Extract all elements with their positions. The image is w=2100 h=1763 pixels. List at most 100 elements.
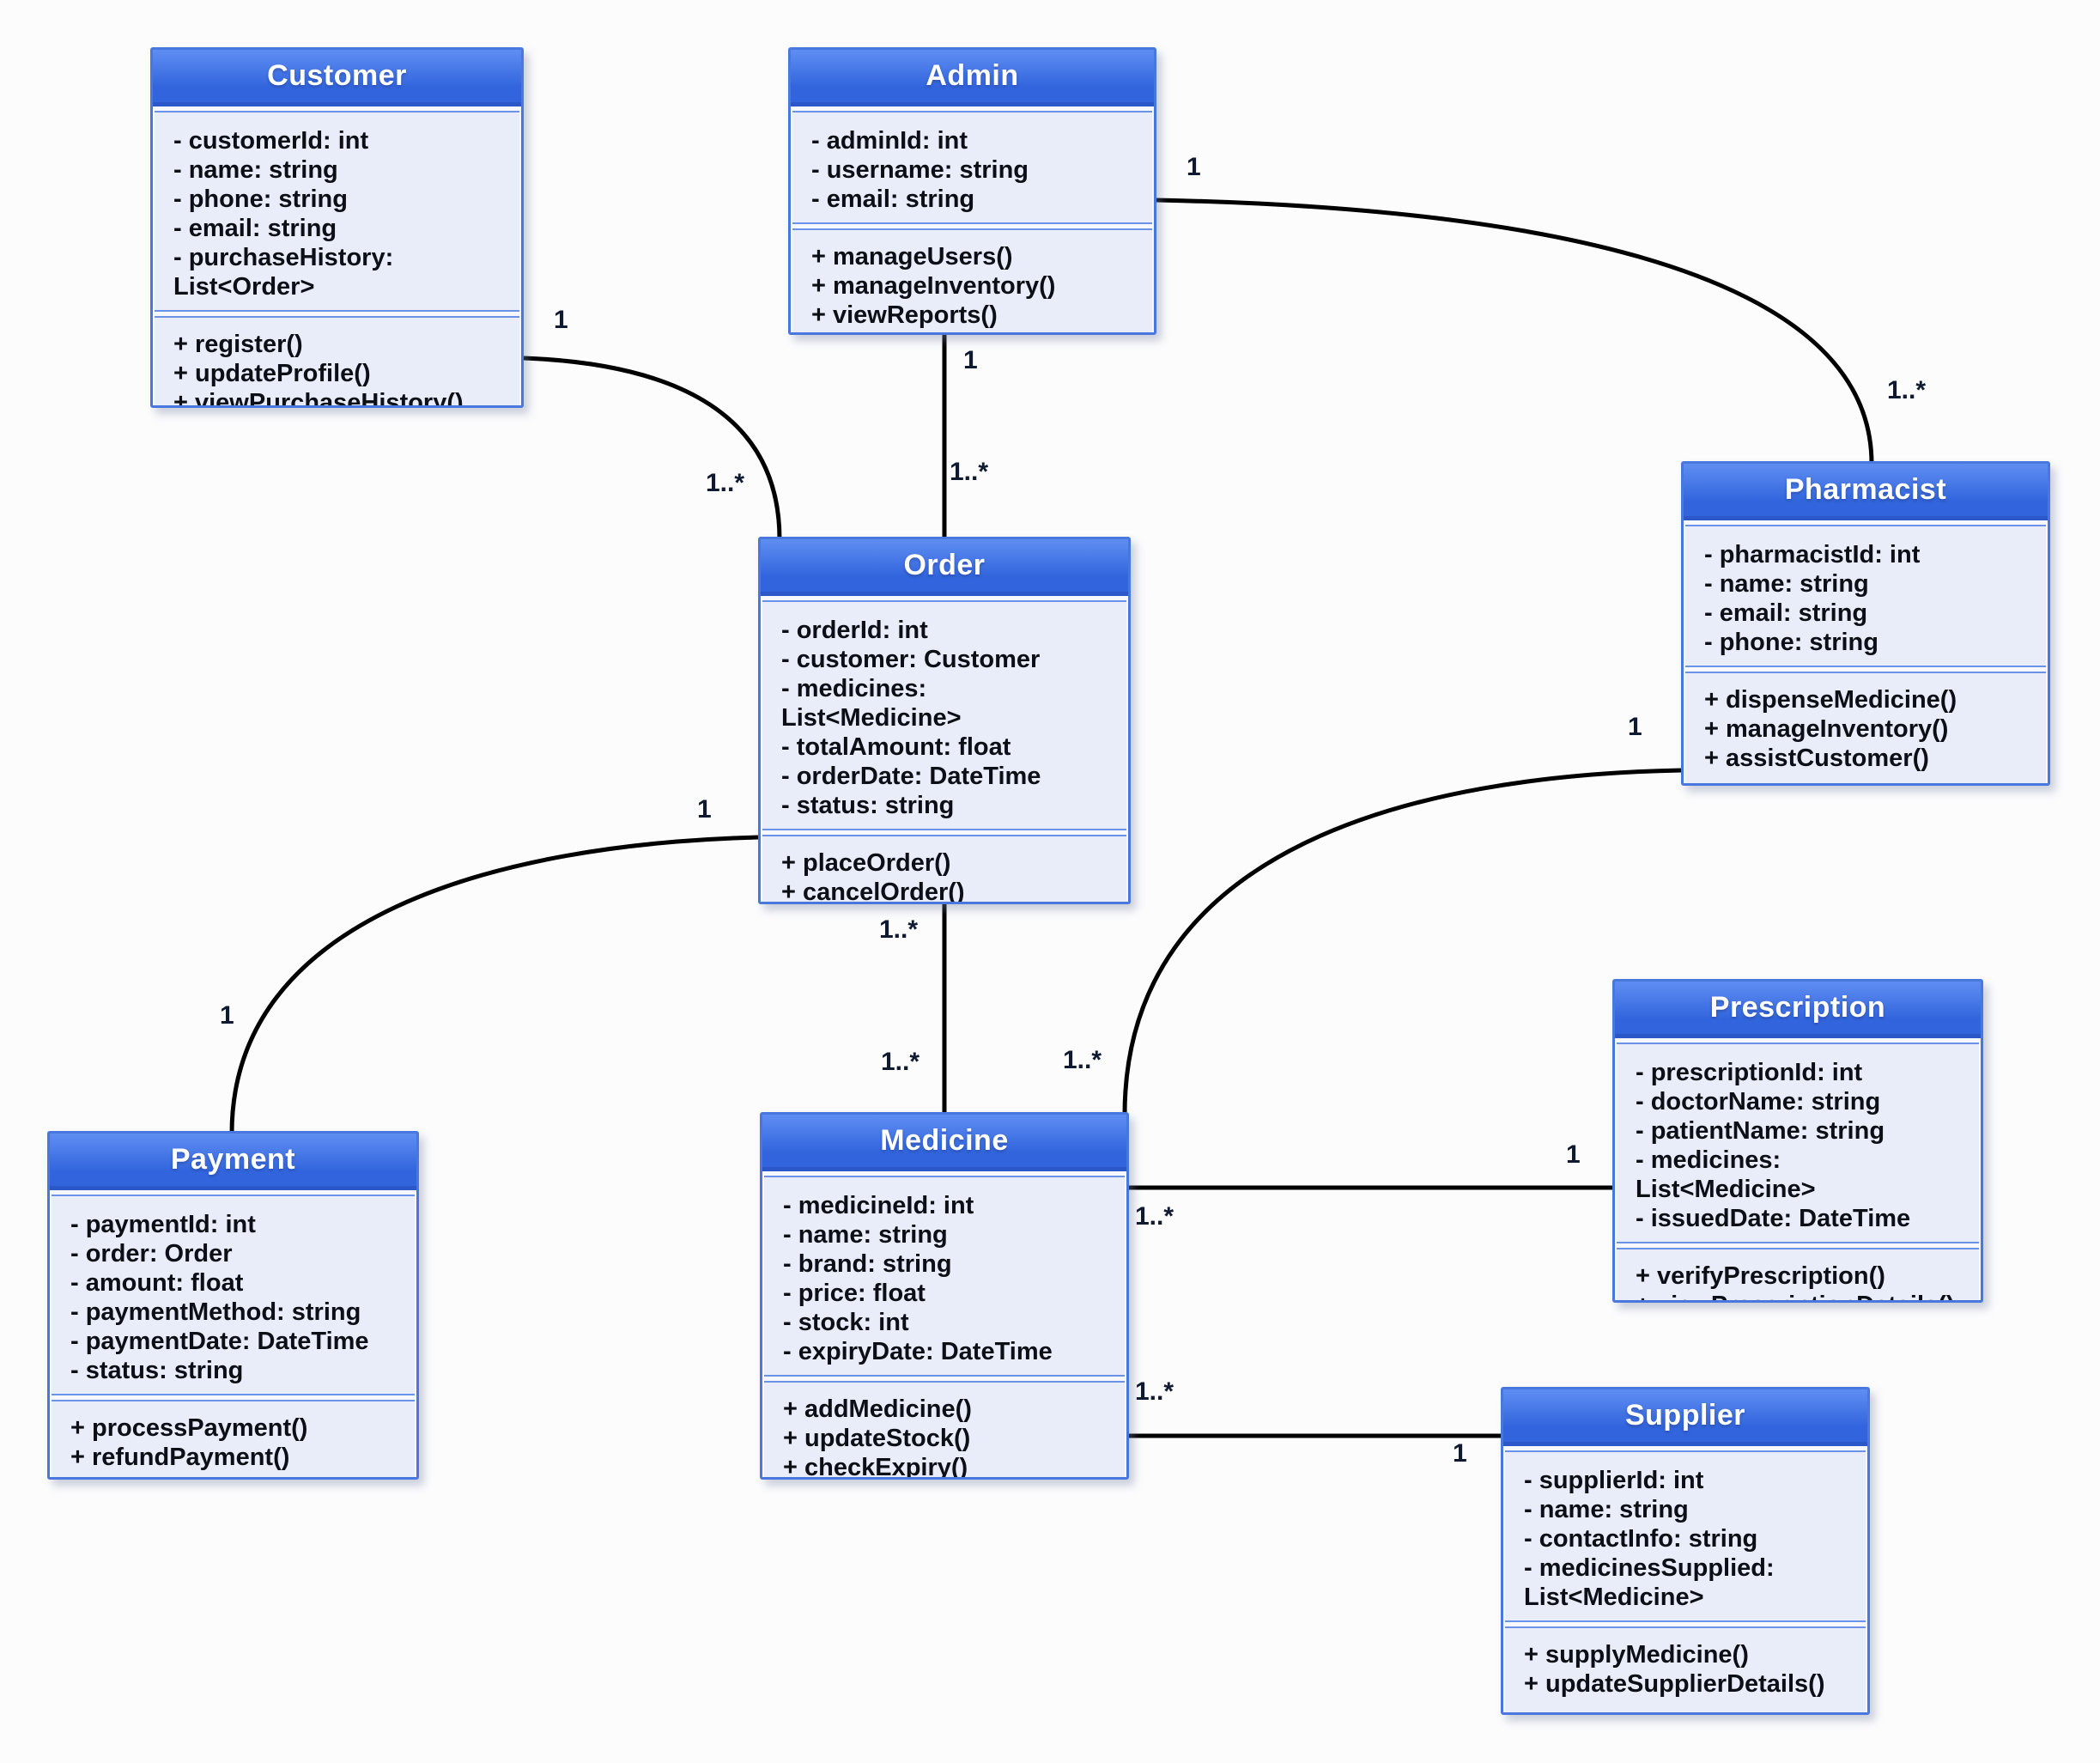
method-row: + manageUsers() [811, 243, 1013, 271]
attribute-row: - medicines: List<Medicine> [781, 675, 962, 732]
attribute-row: - customerId: int [173, 127, 369, 155]
attributes-compartment: - medicineId: int - name: string - brand… [764, 1176, 1125, 1377]
class-title: Customer [267, 59, 407, 92]
attributes-compartment: - customerId: int - name: string - phone… [155, 111, 519, 312]
methods-compartment: + dispenseMedicine() + manageInventory()… [1685, 672, 2046, 783]
attribute-row: - name: string [1524, 1496, 1689, 1523]
class-order[interactable]: Order - orderId: int - customer: Custome… [758, 537, 1131, 904]
attribute-row: - paymentDate: DateTime [70, 1328, 369, 1355]
attribute-row: - email: string [1704, 599, 1868, 627]
attribute-row: - medicines: List<Medicine> [1636, 1146, 1816, 1203]
class-header: Payment [50, 1134, 416, 1190]
multiplicity-label: 1 [1453, 1439, 1467, 1468]
method-row: + supplyMedicine() [1524, 1641, 1749, 1669]
attributes-compartment: - prescriptionId: int - doctorName: stri… [1617, 1043, 1979, 1243]
attribute-row: - orderId: int [781, 617, 928, 644]
multiplicity-label: 1..* [1135, 1202, 1174, 1231]
method-row: + verifyPrescription() [1636, 1262, 1885, 1290]
class-title: Payment [170, 1143, 296, 1176]
method-row: + processPayment() [70, 1414, 308, 1442]
attribute-row: - stock: int [783, 1309, 909, 1336]
attribute-row: - status: string [70, 1357, 244, 1384]
attribute-row: - doctorName: string [1636, 1088, 1881, 1116]
attribute-row: - brand: string [783, 1250, 952, 1278]
method-row: + updateSupplierDetails() [1524, 1670, 1825, 1698]
attributes-compartment: - supplierId: int - name: string - conta… [1505, 1450, 1866, 1622]
class-supplier[interactable]: Supplier - supplierId: int - name: strin… [1501, 1387, 1870, 1715]
class-pharmacist[interactable]: Pharmacist - pharmacistId: int - name: s… [1681, 461, 2050, 786]
methods-compartment: + verifyPrescription() + viewPrescriptio… [1617, 1248, 1979, 1300]
attribute-row: - purchaseHistory: List<Order> [173, 244, 394, 301]
multiplicity-label: 1..* [950, 458, 989, 486]
method-row: + manageInventory() [1704, 715, 1949, 743]
multiplicity-label: 1..* [879, 915, 919, 944]
attribute-row: - amount: float [70, 1269, 244, 1297]
class-header: Medicine [762, 1115, 1126, 1171]
methods-compartment: + placeOrder() + cancelOrder() + viewOrd… [762, 835, 1126, 904]
methods-compartment: + register() + updateProfile() + viewPur… [155, 316, 519, 408]
class-header: Prescription [1615, 982, 1981, 1038]
connector-order-payment [229, 835, 759, 1134]
class-title: Medicine [880, 1124, 1009, 1157]
attribute-row: - orderDate: DateTime [781, 763, 1041, 790]
attribute-row: - paymentMethod: string [70, 1298, 361, 1326]
attribute-row: - paymentId: int [70, 1211, 256, 1238]
class-header: Customer [153, 50, 521, 106]
class-prescription[interactable]: Prescription - prescriptionId: int - doc… [1612, 979, 1983, 1303]
method-row: + checkExpiry() [783, 1454, 968, 1480]
method-row: + dispenseMedicine() [1704, 686, 1957, 714]
multiplicity-label: 1 [554, 306, 568, 334]
attribute-row: - username: string [811, 156, 1029, 184]
method-row: + manageInventory() [811, 272, 1056, 300]
method-row: + addMedicine() [783, 1395, 972, 1423]
class-header: Admin [791, 50, 1154, 106]
attribute-row: - status: string [781, 792, 955, 819]
attribute-row: - name: string [1704, 570, 1869, 598]
methods-compartment: + supplyMedicine() + updateSupplierDetai… [1505, 1626, 1866, 1712]
method-row: + register() [173, 331, 303, 358]
attribute-row: - adminId: int [811, 127, 968, 155]
method-row: + viewPurchaseHistory() [173, 389, 464, 408]
class-title: Admin [926, 59, 1019, 92]
method-row: + updateProfile() [173, 360, 371, 387]
methods-compartment: + processPayment() + refundPayment() [52, 1400, 415, 1477]
attribute-row: - prescriptionId: int [1636, 1059, 1863, 1086]
attributes-compartment: - pharmacistId: int - name: string - ema… [1685, 525, 2046, 667]
attribute-row: - pharmacistId: int [1704, 541, 1921, 568]
class-customer[interactable]: Customer - customerId: int - name: strin… [150, 47, 524, 408]
multiplicity-label: 1..* [881, 1048, 920, 1076]
attribute-row: - name: string [173, 156, 338, 184]
method-row: + viewPrescriptionDetails() [1636, 1291, 1960, 1300]
multiplicity-label: 1 [1187, 153, 1201, 181]
class-title: Pharmacist [1784, 473, 1947, 506]
attribute-row: - order: Order [70, 1240, 233, 1268]
attribute-row: - price: float [783, 1280, 926, 1307]
attributes-compartment: - paymentId: int - order: Order - amount… [52, 1195, 415, 1395]
attribute-row: - patientName: string [1636, 1117, 1885, 1145]
multiplicity-label: 1..* [1887, 376, 1927, 404]
attribute-row: - phone: string [173, 185, 348, 213]
class-medicine[interactable]: Medicine - medicineId: int - name: strin… [760, 1112, 1129, 1480]
class-payment[interactable]: Payment - paymentId: int - order: Order … [47, 1131, 419, 1480]
class-header: Supplier [1503, 1389, 1867, 1446]
method-row: + viewReports() [811, 301, 998, 329]
attributes-compartment: - adminId: int - username: string - emai… [792, 111, 1152, 224]
multiplicity-label: 1 [963, 346, 978, 374]
method-row: + updateStock() [783, 1425, 971, 1452]
method-row: + refundPayment() [70, 1444, 290, 1471]
connector-admin-pharmacist [1156, 198, 1874, 465]
attribute-row: - medicineId: int [783, 1192, 974, 1219]
attribute-row: - contactInfo: string [1524, 1525, 1758, 1553]
attribute-row: - medicinesSupplied: List<Medicine> [1524, 1554, 1775, 1611]
attribute-row: - name: string [783, 1221, 948, 1249]
attribute-row: - issuedDate: DateTime [1636, 1205, 1911, 1232]
multiplicity-label: 1 [1566, 1140, 1581, 1169]
attribute-row: - supplierId: int [1524, 1467, 1704, 1494]
attribute-row: - email: string [173, 215, 337, 242]
class-admin[interactable]: Admin - adminId: int - username: string … [788, 47, 1156, 335]
method-row: + placeOrder() [781, 849, 951, 877]
method-row: + cancelOrder() [781, 878, 965, 904]
connector-pharmacist-medicine [1122, 768, 1682, 1116]
attribute-row: - customer: Customer [781, 646, 1041, 673]
